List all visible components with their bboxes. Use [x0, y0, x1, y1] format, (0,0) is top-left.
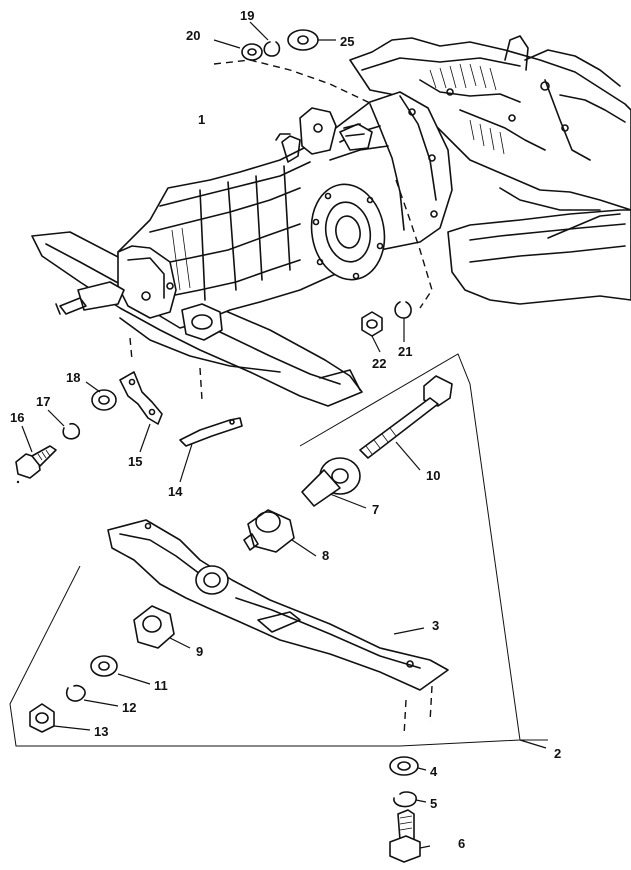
callout-13: 13 [94, 724, 108, 739]
gearbox-assembly [55, 91, 453, 341]
part-20-nut [213, 39, 263, 61]
part-15-bracket [119, 371, 163, 453]
callout-18: 18 [66, 370, 80, 385]
callout-25: 25 [340, 34, 354, 49]
part-19-spring-washer [249, 21, 281, 57]
callout-8: 8 [322, 548, 329, 563]
callout-22: 22 [372, 356, 386, 371]
part-22-nut [361, 311, 383, 353]
part-12-spring-washer [65, 684, 119, 707]
callout-2-leader [519, 739, 547, 749]
callout-9: 9 [196, 644, 203, 659]
callout-17: 17 [36, 394, 50, 409]
dashed-line-right [395, 179, 433, 309]
callout-6: 6 [458, 836, 465, 851]
callout-16: 16 [10, 410, 24, 425]
callout-4: 4 [430, 764, 438, 779]
dashed-line-left [129, 337, 133, 361]
dashed-line-top [213, 59, 373, 105]
callout-11: 11 [154, 678, 168, 693]
part-17-spring-washer [47, 409, 81, 440]
callout-1: 1 [198, 112, 205, 127]
callout-21: 21 [398, 344, 412, 359]
part-11-washer [90, 655, 151, 685]
callout-14: 14 [168, 484, 183, 499]
part-14-bracket-plate [179, 417, 243, 483]
part-7-bolt [301, 457, 367, 509]
part-8-bushing [243, 509, 317, 557]
part-16-bolt [15, 425, 57, 484]
part-9-bushing [133, 605, 191, 649]
dashed-line-center [199, 367, 203, 401]
callout-7: 7 [372, 502, 379, 517]
callout-15: 15 [128, 454, 142, 469]
group-2-outline [9, 353, 548, 747]
part-5-spring-washer [393, 791, 427, 808]
callout-2: 2 [554, 746, 561, 761]
callout-10: 10 [426, 468, 440, 483]
part-13-nut [29, 703, 91, 733]
part-6-bolt [389, 809, 431, 863]
part-3-crossmember [107, 519, 449, 691]
dashed-line-lower-2 [429, 685, 433, 723]
dashed-line-lower [403, 699, 407, 737]
callout-19: 19 [240, 8, 254, 23]
part-18-bushing [85, 381, 117, 411]
part-25-washer [287, 29, 336, 51]
part-10-long-bolt [359, 375, 453, 471]
callout-12: 12 [122, 700, 136, 715]
part-4-bushing [389, 756, 427, 776]
part-21-spring-washer [394, 301, 412, 342]
callout-3: 3 [432, 618, 439, 633]
callout-5: 5 [430, 796, 437, 811]
callout-20: 20 [186, 28, 200, 43]
engine-block [349, 35, 631, 211]
engine-sump [447, 187, 631, 305]
